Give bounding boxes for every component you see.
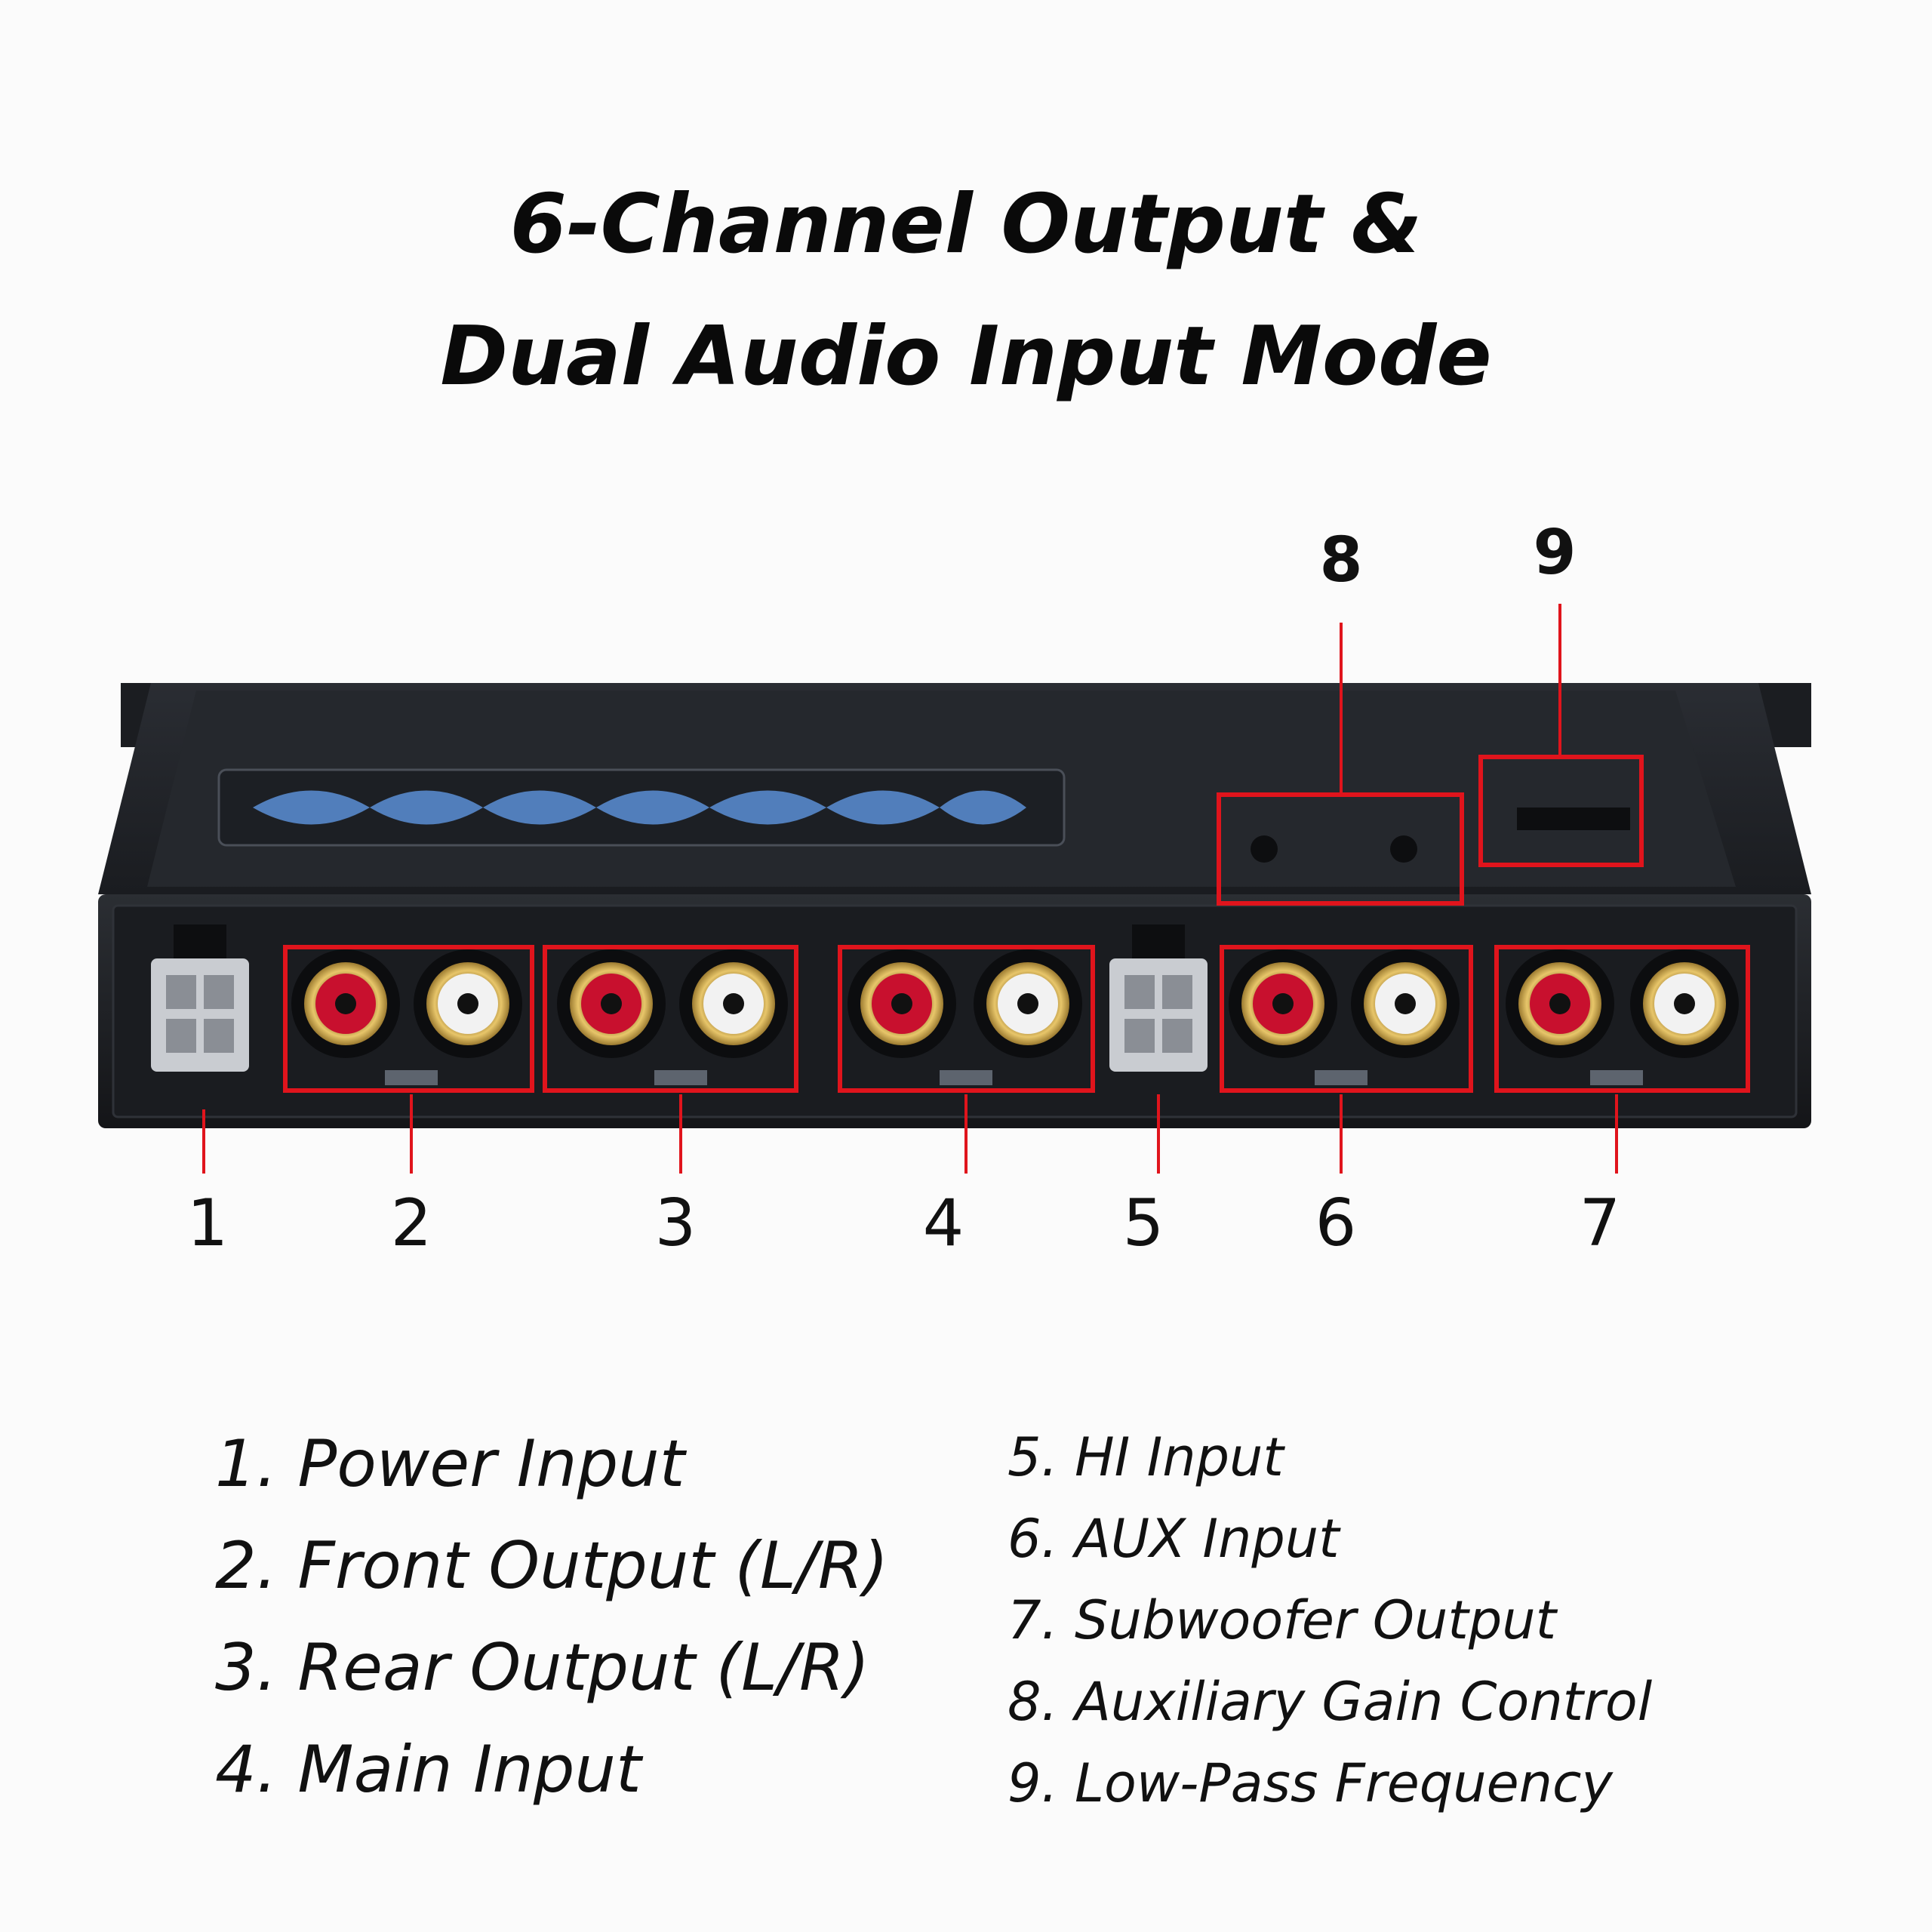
callout-numbers-top: 8 9 (1319, 517, 1576, 596)
highlight-aux-gain (1217, 792, 1464, 906)
channel-indicator-tab (940, 1070, 992, 1085)
rca-jack (974, 949, 1082, 1058)
legend-item-power-input: 1. Power Input (215, 1426, 685, 1502)
legend-item-aux-gain: 8. Auxiliary Gain Control (1008, 1671, 1653, 1733)
rca-jack (848, 949, 956, 1058)
highlight-subwoofer-output (1494, 945, 1750, 1093)
legend-item-hi-input: 5. HI Input (1008, 1426, 1284, 1488)
channel-indicator-tab (1590, 1070, 1643, 1085)
rca-jack (291, 949, 400, 1058)
eq-display-window (217, 768, 1066, 847)
callout-8: 8 (1319, 525, 1362, 596)
highlight-rear-output (543, 945, 798, 1093)
highlight-lpf (1478, 755, 1644, 867)
page-title-line-2: Dual Audio Input Mode (440, 309, 1492, 404)
highlight-aux-input (1220, 945, 1473, 1093)
callout-9: 9 (1533, 517, 1576, 589)
rca-jack (557, 949, 666, 1058)
callout-3: 3 (655, 1186, 697, 1261)
highlight-boxes (283, 755, 1750, 1093)
callout-6: 6 (1315, 1186, 1357, 1261)
rca-jack (414, 949, 522, 1058)
callout-1: 1 (187, 1186, 229, 1261)
aux-gain-controls[interactable] (1251, 835, 1417, 863)
hi-input-connector (1109, 924, 1208, 1072)
callout-7: 7 (1580, 1186, 1621, 1261)
power-connector (151, 924, 249, 1072)
legend-item-main-input: 4. Main Input (215, 1732, 641, 1807)
rca-jack (1229, 949, 1337, 1058)
lpf-switch[interactable] (1517, 808, 1630, 830)
page-title-line-1: 6-Channel Output & (509, 177, 1423, 272)
rca-jack (679, 949, 788, 1058)
callout-2: 2 (391, 1186, 432, 1261)
amplifier-chassis (98, 683, 1811, 1128)
highlight-main-input (838, 945, 1095, 1093)
callout-4: 4 (923, 1186, 964, 1261)
legend-item-low-pass: 9. Low-Pass Frequency (1008, 1752, 1613, 1814)
channel-indicator-tab (1315, 1070, 1367, 1085)
highlight-front-output (283, 945, 534, 1093)
rca-jack (1630, 949, 1739, 1058)
callout-5: 5 (1123, 1186, 1164, 1261)
rca-jacks (291, 949, 1739, 1085)
leader-lines (202, 604, 1618, 1174)
eq-wave-graphic (253, 790, 1026, 825)
callout-numbers: 1 2 3 4 5 6 7 (187, 1186, 1621, 1261)
legend-item-front-output: 2. Front Output (L/R) (215, 1528, 889, 1604)
rca-jack (1506, 949, 1614, 1058)
rca-jack (1351, 949, 1460, 1058)
legend-item-rear-output: 3. Rear Output (L/R) (215, 1630, 870, 1706)
legend-item-subwoofer-output: 7. Subwoofer Output (1008, 1589, 1557, 1651)
channel-indicator-tab (385, 1070, 438, 1085)
legend-item-aux-input: 6. AUX Input (1008, 1508, 1340, 1570)
channel-indicator-tab (654, 1070, 707, 1085)
